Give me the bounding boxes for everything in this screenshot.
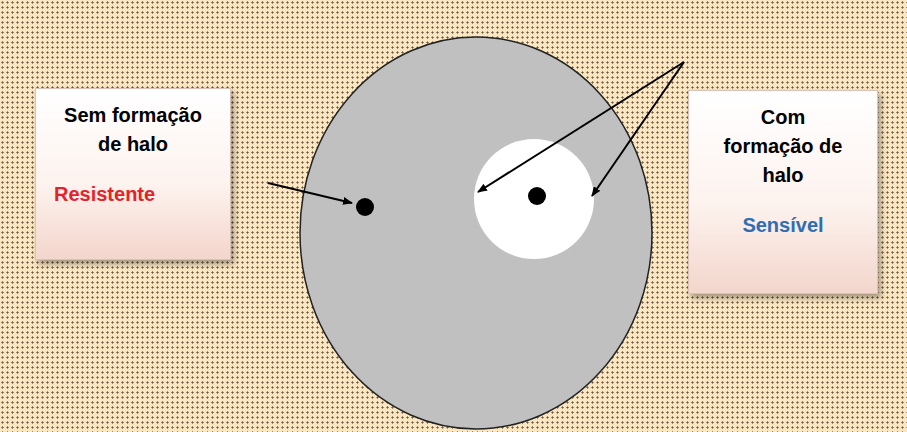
- callout-heading: Sem formação de halo: [58, 101, 208, 159]
- callout-box: Sem formação de haloResistente: [35, 88, 231, 260]
- callout-box: Com formação de haloSensível: [688, 90, 878, 294]
- agar-plate: [300, 37, 652, 429]
- leader-arrow: [592, 62, 684, 196]
- antibiotic-disc: [356, 198, 374, 216]
- result-label: Resistente: [46, 181, 220, 207]
- leader-arrow: [478, 62, 684, 192]
- antibiotic-disc: [528, 187, 546, 205]
- leader-arrow: [268, 183, 352, 203]
- callout-heading: Com formação de halo: [721, 103, 846, 190]
- result-label: Sensível: [699, 212, 867, 238]
